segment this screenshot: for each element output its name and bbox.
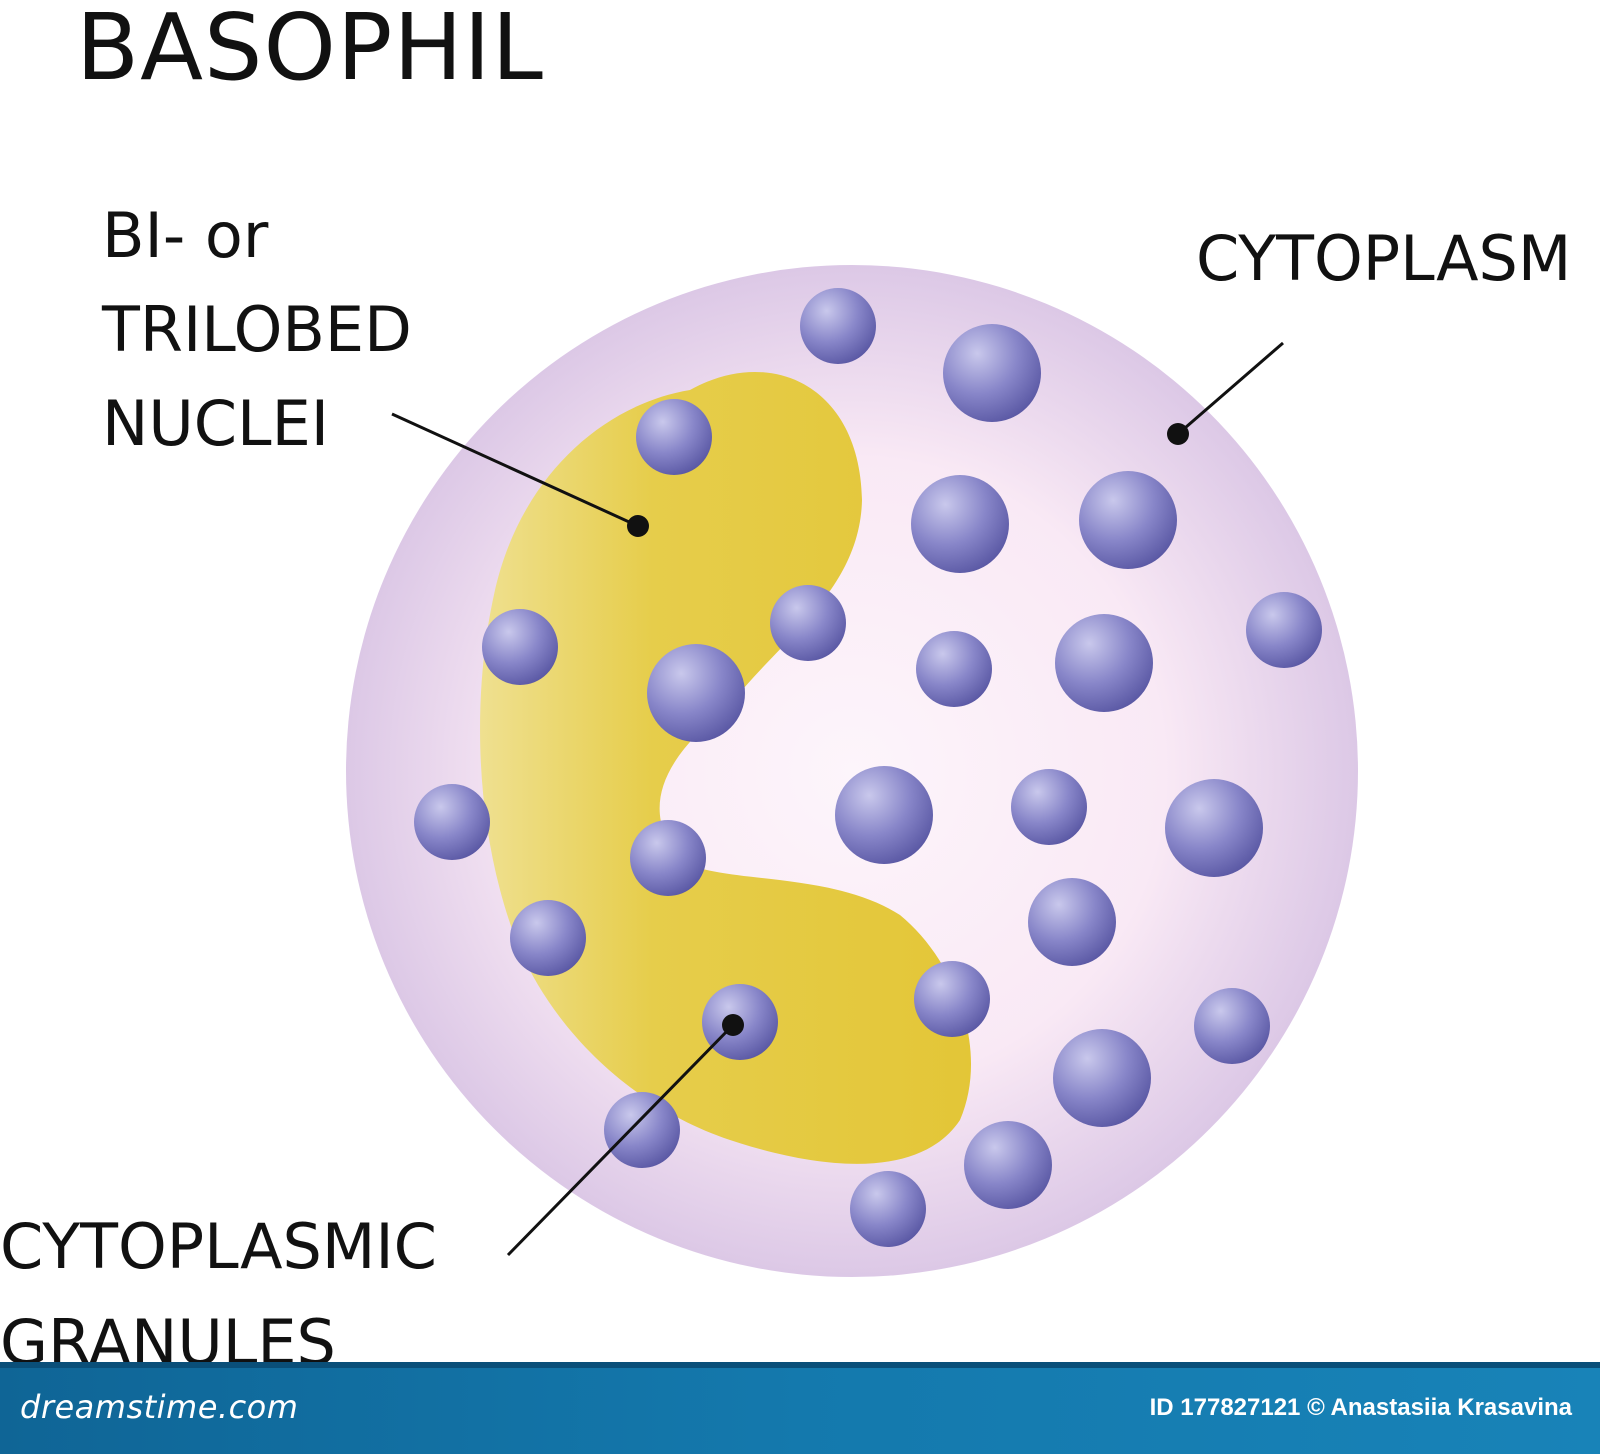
granule-6 bbox=[770, 585, 846, 661]
granule-group bbox=[414, 288, 1322, 1247]
nucleus-leader-line bbox=[391, 412, 639, 528]
granule-25 bbox=[850, 1171, 926, 1247]
granule-22 bbox=[1053, 1029, 1151, 1127]
granule-15 bbox=[1165, 779, 1263, 877]
granule-12 bbox=[414, 784, 490, 860]
granule-17 bbox=[1028, 878, 1116, 966]
basophil-diagram bbox=[346, 265, 1358, 1277]
granule-21 bbox=[1194, 988, 1270, 1064]
cytoplasm-leader-dot bbox=[1167, 423, 1189, 445]
cytoplasm-label-text: CYTOPLASM bbox=[1196, 222, 1572, 295]
granule-10 bbox=[1055, 614, 1153, 712]
granule-8 bbox=[647, 644, 745, 742]
granule-23 bbox=[604, 1092, 680, 1168]
granule-24 bbox=[964, 1121, 1052, 1209]
nucleus-leader-dot bbox=[627, 515, 649, 537]
granules-label-line-1: CYTOPLASMIC bbox=[0, 1210, 437, 1283]
nucleus-label-line-3: NUCLEI bbox=[102, 387, 330, 460]
granules-leader-line bbox=[506, 1023, 735, 1257]
granule-14 bbox=[1011, 769, 1087, 845]
granule-19 bbox=[914, 961, 990, 1037]
granules-leader-dot bbox=[722, 1014, 744, 1036]
granule-18 bbox=[510, 900, 586, 976]
granule-1 bbox=[800, 288, 876, 364]
granule-9 bbox=[916, 631, 992, 707]
nucleus-label: BI- or TRILOBED NUCLEI bbox=[102, 205, 412, 487]
cytoplasm-label: CYTOPLASM bbox=[1196, 228, 1571, 290]
nucleus-shape bbox=[480, 371, 972, 1164]
granule-16 bbox=[630, 820, 706, 896]
granule-13 bbox=[835, 766, 933, 864]
granule-3 bbox=[636, 399, 712, 475]
granule-5 bbox=[1079, 471, 1177, 569]
granule-7 bbox=[482, 609, 558, 685]
diagram-title: BASOPHIL bbox=[76, 0, 544, 101]
nucleus-label-line-2: TRILOBED bbox=[102, 293, 412, 366]
granule-4 bbox=[911, 475, 1009, 573]
footer-credit: ID 177827121 © Anastasiia Krasavina bbox=[1149, 1394, 1572, 1421]
watermark-footer-bar: dreamstime.com ID 177827121 © Anastasiia… bbox=[0, 1362, 1600, 1454]
cytoplasm-leader-line bbox=[1177, 341, 1284, 436]
footer-brand: dreamstime.com bbox=[20, 1388, 299, 1426]
nucleus-label-line-1: BI- or bbox=[102, 199, 269, 272]
granule-2 bbox=[943, 324, 1041, 422]
granule-11 bbox=[1246, 592, 1322, 668]
